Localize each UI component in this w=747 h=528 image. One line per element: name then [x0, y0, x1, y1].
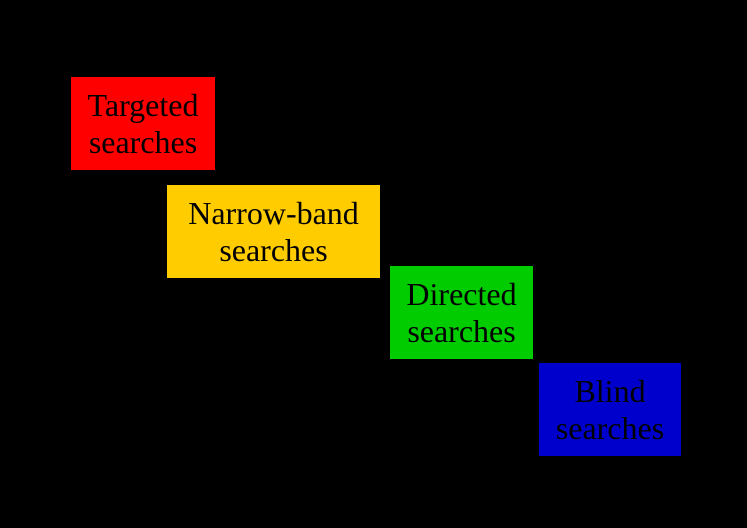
box-targeted-searches: Targeted searches — [71, 77, 215, 170]
box-label-line: Directed — [406, 275, 517, 312]
box-blind-searches: Blind searches — [539, 363, 681, 456]
box-directed-searches: Directed searches — [390, 266, 533, 359]
box-label-line: searches — [219, 231, 328, 268]
box-label-line: searches — [88, 123, 198, 160]
box-label-line: searches — [555, 409, 665, 446]
box-label-line: Narrow-band — [188, 194, 359, 231]
box-label-line: Blind — [574, 372, 646, 409]
box-label-line: Targeted — [87, 86, 199, 123]
box-narrow-band-searches: Narrow-band searches — [167, 185, 380, 278]
box-label-line: searches — [407, 312, 516, 349]
